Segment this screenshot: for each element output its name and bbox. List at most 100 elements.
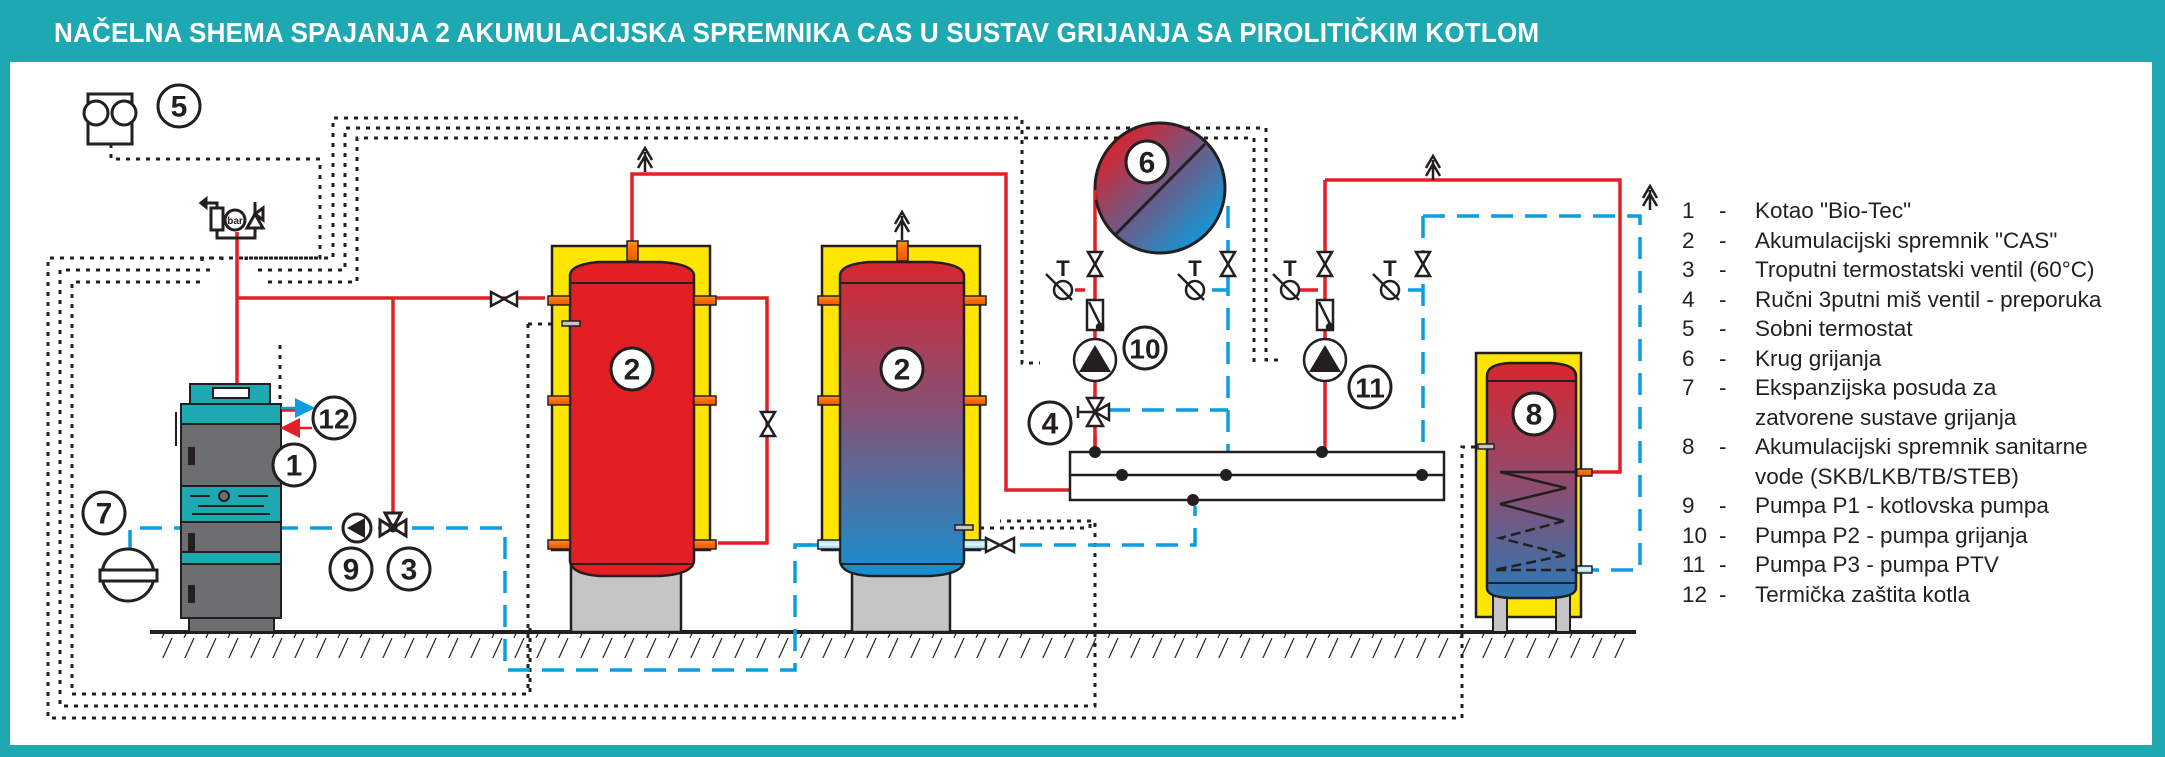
legend-text: Termička zaštita kotla <box>1755 581 1971 607</box>
legend-num: 5 <box>1682 316 1695 341</box>
thermometer-label: T <box>1283 256 1297 281</box>
svg-text:9: 9 <box>343 554 360 587</box>
legend-text-continued: vode (SKB/LKB/TB/STEB) <box>1755 463 2019 489</box>
legend-text: Kotao "Bio-Tec" <box>1755 198 1912 223</box>
expansion-vessel <box>98 547 159 603</box>
legend-text: Pumpa P3 - pumpa PTV <box>1755 552 1999 577</box>
safety-group <box>198 195 266 240</box>
svg-text:4: 4 <box>1042 408 1059 441</box>
legend-text: Sobni termostat <box>1755 316 1913 341</box>
svg-text:11: 11 <box>1355 373 1385 404</box>
buffer-tank-b <box>817 240 987 634</box>
legend-item: 6- Krug grijanja <box>1682 344 2101 374</box>
svg-text:12: 12 <box>318 404 349 435</box>
room-thermostat <box>82 92 138 146</box>
legend-text-continued: zatvorene sustave grijanja <box>1755 404 2017 430</box>
legend-num: 11 <box>1682 552 1706 577</box>
legend-dash: - <box>1719 434 1727 459</box>
marker-7: 7 <box>81 490 127 536</box>
pressure-gauge-label: bar <box>227 216 243 227</box>
legend-dash: - <box>1719 375 1727 400</box>
marker-12: 12 <box>311 395 357 441</box>
marker-3: 3 <box>386 546 432 592</box>
legend-item: 7- Ekspanzijska posuda za <box>1682 373 2101 403</box>
marker-9: 9 <box>328 546 374 592</box>
gate-valves <box>489 250 1433 555</box>
svg-text:5: 5 <box>171 91 188 124</box>
mixing-valve <box>1076 396 1111 428</box>
legend-item: 4- Ručni 3putni miš ventil - preporuka <box>1682 285 2101 315</box>
marker-8: 8 <box>1511 391 1557 437</box>
legend-dash: - <box>1719 493 1727 518</box>
svg-text:10: 10 <box>1129 334 1160 365</box>
marker-1: 1 <box>271 442 317 488</box>
pump-p3 <box>1302 337 1348 383</box>
legend-text: Pumpa P2 - pumpa grijanja <box>1755 522 2028 548</box>
legend-text: Ekspanzijska posuda za <box>1755 375 1997 400</box>
pump-p2 <box>1072 337 1118 383</box>
legend-item: 3- Troputni termostatski ventil (60°C) <box>1682 255 2101 285</box>
legend-dash: - <box>1719 286 1727 312</box>
marker-2a: 2 <box>609 346 655 392</box>
thermometer-label: T <box>1383 256 1397 281</box>
legend-item: 2- Akumulacijski spremnik "CAS" <box>1682 226 2101 256</box>
marker-11: 11 <box>1347 364 1393 410</box>
legend-dash: - <box>1719 227 1727 253</box>
legend-dash: - <box>1719 198 1727 223</box>
legend-item: 1- Kotao "Bio-Tec" <box>1682 196 2101 226</box>
marker-2b: 2 <box>879 346 925 392</box>
legend-item: 5- Sobni termostat <box>1682 314 2101 344</box>
legend-num: 12 <box>1682 581 1708 607</box>
thermostatic-valve <box>378 511 408 539</box>
legend: 1-Kotao "Bio-Tec" 2-Akumulacijski spremn… <box>1682 196 2101 609</box>
air-vent-icons <box>636 145 1659 240</box>
legend-dash: - <box>1719 316 1727 341</box>
legend-text: Akumulacijski spremnik sanitarne <box>1755 434 2088 459</box>
boiler-vent-pattern <box>190 495 270 515</box>
legend-dash: - <box>1719 552 1727 577</box>
legend-num: 2 <box>1682 227 1695 253</box>
legend-text: Akumulacijski spremnik "CAS" <box>1755 227 2058 253</box>
svg-text:3: 3 <box>401 554 418 587</box>
legend-num: 9 <box>1682 493 1695 518</box>
legend-dash: - <box>1719 581 1727 607</box>
svg-text:6: 6 <box>1139 147 1156 180</box>
legend-dash: - <box>1719 257 1727 282</box>
legend-num: 3 <box>1682 257 1695 282</box>
pump-p1 <box>341 512 373 544</box>
legend-item: 10- Pumpa P2 - pumpa grijanja <box>1682 521 2101 551</box>
legend-text: Pumpa P1 - kotlovska pumpa <box>1755 493 2049 518</box>
thermometers <box>1045 273 1401 301</box>
marker-6: 6 <box>1124 139 1170 185</box>
legend-num: 1 <box>1682 198 1695 223</box>
marker-10: 10 <box>1122 325 1168 371</box>
thermometer-label: T <box>1056 256 1070 281</box>
legend-dash: - <box>1719 522 1727 548</box>
legend-text: Troputni termostatski ventil (60°C) <box>1755 257 2095 282</box>
legend-num: 4 <box>1682 286 1695 312</box>
legend-num: 6 <box>1682 345 1695 371</box>
heating-circuit <box>1093 121 1227 255</box>
check-valves <box>1085 298 1335 332</box>
svg-text:2: 2 <box>624 354 641 387</box>
svg-text:2: 2 <box>894 354 911 387</box>
buffer-tank-a <box>547 240 717 634</box>
svg-text:8: 8 <box>1526 399 1543 432</box>
page-title: NAČELNA SHEMA SPAJANJA 2 AKUMULACIJSKA S… <box>54 17 1540 48</box>
marker-5: 5 <box>156 83 202 129</box>
thermometer-label: T <box>1188 256 1202 281</box>
svg-text:7: 7 <box>96 498 113 531</box>
legend-item: 9- Pumpa P1 - kotlovska pumpa <box>1682 491 2101 521</box>
control-wiring <box>46 116 1490 720</box>
marker-4: 4 <box>1027 400 1073 446</box>
legend-num: 7 <box>1682 375 1695 400</box>
svg-text:1: 1 <box>286 450 303 483</box>
legend-item: 12- Termička zaštita kotla <box>1682 580 2101 610</box>
legend-dash: - <box>1719 345 1727 371</box>
legend-text: Ručni 3putni miš ventil - preporuka <box>1755 286 2102 312</box>
legend-item: 8-Akumulacijski spremnik sanitarne <box>1682 432 2101 462</box>
legend-text: Krug grijanja <box>1755 345 1882 371</box>
legend-num: 10 <box>1682 522 1708 548</box>
legend-item: 11- Pumpa P3 - pumpa PTV <box>1682 550 2101 580</box>
